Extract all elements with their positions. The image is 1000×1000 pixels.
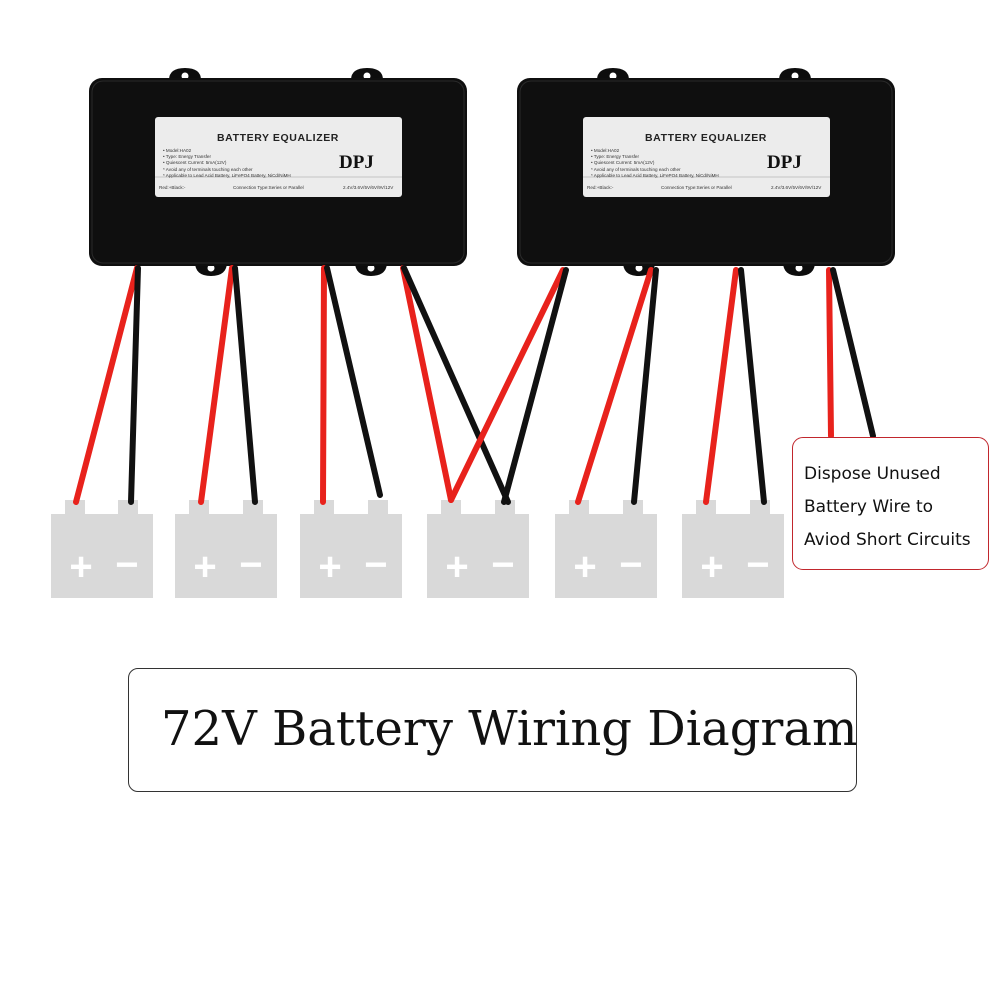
spec-line: • Quiescent Current: 5mA(12V) [591,160,655,165]
minus-sign: − [115,543,138,587]
footer-connection: Connection Type:Series or Parallel [661,185,732,190]
red-wire [320,265,327,505]
black-wire [128,265,141,505]
diagram-title-box: 72V Battery Wiring Diagram [128,668,858,792]
battery-1: + − [51,500,153,598]
minus-sign: − [364,543,387,587]
battery-5: + − [555,500,657,598]
spec-line: * Applicable to Lead Acid Battery, LiFeP… [591,173,719,178]
battery-3: + − [300,500,402,598]
spec-line: * Avoid any of terminals touching each o… [163,167,253,172]
red-wire [73,265,140,505]
spec-line: • Model:HA02 [591,148,620,153]
battery-2: + − [175,500,277,598]
warning-note: Dispose Unused Battery Wire to Aviod Sho… [792,437,989,570]
plus-sign: + [193,545,216,589]
plus-sign: + [573,545,596,589]
equalizer-title: BATTERY EQUALIZER [645,132,767,144]
red-wire [198,265,235,505]
black-wire [738,267,767,505]
plus-sign: + [700,545,723,589]
spec-line: * Applicable to Lead Acid Battery, LiFeP… [163,173,291,178]
wires [73,265,876,505]
equalizer-brand: DPJ [339,152,374,173]
black-wire [631,267,659,505]
minus-sign: − [746,543,769,587]
black-wire [401,265,511,505]
plus-sign: + [445,545,468,589]
spec-line: • Quiescent Current: 5mA(12V) [163,160,227,165]
spec-line: • Model:HA02 [163,148,192,153]
note-line: Battery Wire to [804,497,934,517]
equalizer-brand: DPJ [767,152,802,173]
black-wire [232,265,258,505]
black-wire [324,265,383,498]
battery-6: + − [682,500,784,598]
minus-sign: − [491,543,514,587]
red-wire [400,265,454,503]
footer-connection: Connection Type:Series or Parallel [233,185,304,190]
spec-line: • Type: Energy Transfer [163,154,211,159]
footer-polarity: Red:+Black:- [159,185,186,190]
plus-sign: + [318,545,341,589]
minus-sign: − [239,543,262,587]
equalizer-title: BATTERY EQUALIZER [217,132,339,144]
diagram-title: 72V Battery Wiring Diagram [161,701,858,757]
spec-line: * Avoid any of terminals touching each o… [591,167,681,172]
note-line: Aviod Short Circuits [804,530,971,550]
footer-polarity: Red:+Black:- [587,185,614,190]
red-wire [703,267,739,505]
red-wire [448,267,566,503]
black-wire [501,267,569,505]
minus-sign: − [619,543,642,587]
red-wire [575,267,654,505]
note-line: Dispose Unused [804,464,941,484]
battery-equalizer-2: BATTERY EQUALIZER DPJ • Model:HA02 • Typ… [516,67,896,277]
plus-sign: + [69,545,92,589]
spec-line: • Type: Energy Transfer [591,154,639,159]
battery-equalizer-1: BATTERY EQUALIZER DPJ • Model:HA02 • Typ… [88,67,468,277]
battery-4: + − [427,500,529,598]
footer-voltages: 2.4V/3.6V/5V/6V/9V/12V [343,185,394,190]
footer-voltages: 2.4V/3.6V/5V/6V/9V/12V [771,185,822,190]
red-wire [826,267,834,439]
black-wire [830,267,876,439]
